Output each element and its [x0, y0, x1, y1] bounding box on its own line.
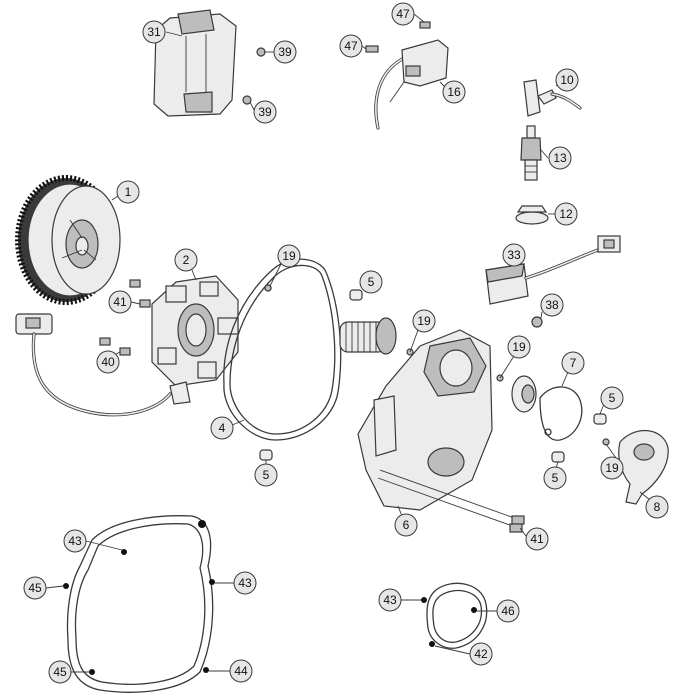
- callout-label-42: 42: [474, 647, 488, 661]
- gear-part: [511, 375, 537, 413]
- callout-16: 16: [439, 80, 466, 104]
- callout-label-2: 2: [183, 253, 190, 267]
- callout-39a: 39: [264, 40, 297, 64]
- callout-6: 6: [394, 505, 418, 537]
- dowel-part: [551, 413, 607, 463]
- callout-41a: 41: [108, 290, 141, 314]
- callout-label-6: 6: [403, 518, 410, 532]
- callout-10: 10: [555, 68, 579, 92]
- stator-part: [151, 275, 239, 405]
- callout-label-43: 43: [68, 534, 82, 548]
- callout-label-47: 47: [344, 39, 358, 53]
- callout-label-47: 47: [396, 7, 410, 21]
- callout-label-45: 45: [53, 665, 67, 679]
- callout-label-8: 8: [654, 500, 661, 514]
- spark-plug-connector-part: [523, 79, 582, 117]
- wiring-harness-part: [15, 313, 172, 417]
- callout-label-5: 5: [552, 471, 559, 485]
- callout-39b: 39: [249, 100, 277, 124]
- gasket-part: [223, 258, 342, 441]
- callout-2: 2: [174, 248, 198, 281]
- callout-label-19: 19: [605, 461, 619, 475]
- screw-part: [531, 316, 543, 328]
- callout-42: 42: [434, 642, 493, 666]
- callout-45a: 45: [23, 576, 64, 600]
- spark-plug-part: [520, 125, 542, 181]
- seal-part: [264, 284, 272, 292]
- callout-label-1: 1: [125, 185, 132, 199]
- callout-label-39: 39: [258, 105, 272, 119]
- ignition-coil-part: [374, 39, 449, 130]
- callout-46: 46: [477, 599, 520, 623]
- callout-4: 4: [210, 416, 245, 440]
- callout-47a: 47: [391, 2, 425, 26]
- callout-label-12: 12: [559, 207, 573, 221]
- callout-label-5: 5: [263, 468, 270, 482]
- callout-45b: 45: [48, 660, 89, 684]
- cdi-unit-part: [153, 9, 237, 117]
- gasket-part: [421, 582, 488, 649]
- callout-31: 31: [142, 20, 183, 44]
- generator-cover-part: [357, 329, 521, 529]
- callout-5d: 5: [543, 461, 567, 490]
- callout-label-43: 43: [238, 576, 252, 590]
- callout-7: 7: [561, 351, 585, 387]
- callout-label-16: 16: [447, 85, 461, 99]
- seal-part: [515, 205, 549, 225]
- callout-13: 13: [540, 146, 572, 170]
- callout-label-5: 5: [368, 275, 375, 289]
- callout-label-33: 33: [507, 248, 521, 262]
- callout-label-4: 4: [219, 421, 226, 435]
- callout-label-44: 44: [234, 664, 248, 678]
- callout-19b: 19: [409, 309, 436, 353]
- callout-38: 38: [540, 293, 564, 319]
- seal-part: [406, 348, 610, 446]
- callout-47b: 47: [339, 34, 367, 58]
- callout-label-41: 41: [113, 295, 127, 309]
- callout-label-19: 19: [512, 340, 526, 354]
- callout-label-46: 46: [501, 604, 515, 618]
- callout-43b: 43: [215, 571, 257, 595]
- gasket-part: [63, 515, 215, 693]
- callout-43a: 43: [63, 529, 123, 553]
- callout-label-45: 45: [28, 581, 42, 595]
- callout-label-5: 5: [609, 391, 616, 405]
- callout-label-41: 41: [530, 532, 544, 546]
- callout-12: 12: [548, 202, 578, 226]
- voltage-regulator-part: [485, 235, 621, 305]
- screw-part: [509, 515, 525, 533]
- callout-label-40: 40: [101, 355, 115, 369]
- callout-label-39: 39: [278, 45, 292, 59]
- callout-label-38: 38: [545, 298, 559, 312]
- callout-label-13: 13: [553, 151, 567, 165]
- callout-19a: 19: [269, 244, 301, 287]
- callout-33: 33: [502, 243, 526, 267]
- callout-44: 44: [209, 659, 253, 683]
- screw-part: [99, 279, 151, 356]
- callout-19c: 19: [499, 335, 531, 379]
- callout-5a: 5: [359, 270, 383, 294]
- callout-43c: 43: [378, 588, 421, 612]
- nut-part: [242, 47, 266, 105]
- callout-5b: 5: [254, 460, 278, 487]
- callout-label-31: 31: [147, 25, 161, 39]
- callout-1: 1: [111, 180, 140, 204]
- callout-label-7: 7: [570, 356, 577, 370]
- callout-5c: 5: [599, 386, 624, 415]
- callout-label-19: 19: [282, 249, 296, 263]
- callout-40: 40: [96, 350, 121, 374]
- callout-label-43: 43: [383, 593, 397, 607]
- pump-cover-part: [618, 429, 669, 505]
- callout-circle-31: [142, 20, 166, 44]
- callout-8: 8: [639, 491, 669, 519]
- callout-label-19: 19: [417, 314, 431, 328]
- callout-19d: 19: [600, 443, 624, 480]
- flywheel-rotor-part: [15, 175, 121, 305]
- gear-part: [339, 317, 397, 355]
- gasket-part: [539, 386, 583, 441]
- callout-41b: 41: [519, 527, 549, 551]
- callout-label-10: 10: [560, 73, 574, 87]
